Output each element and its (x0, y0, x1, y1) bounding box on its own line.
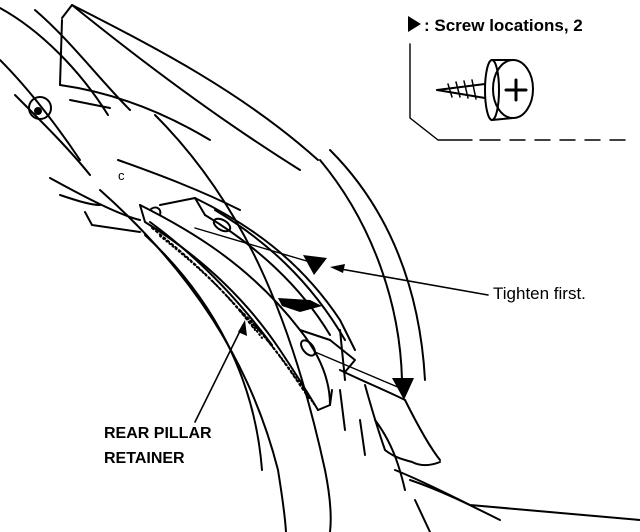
lower-pillar-bracket (339, 369, 640, 532)
screw-leader-lines (194, 227, 401, 389)
body-mark: c (118, 168, 125, 183)
rear-pillar-body-outline (0, 4, 426, 532)
screw-marker-lower (392, 378, 414, 400)
screw-marker-upper (303, 255, 327, 275)
retainer-label-line1: REAR PILLAR (104, 425, 212, 442)
triangle-right-icon (408, 16, 421, 32)
tighten-first-label: Tighten first. (493, 284, 586, 303)
screw-location-markers (278, 255, 414, 400)
legend-box (408, 16, 626, 141)
retainer-leader (194, 324, 244, 423)
clip-arrow (278, 298, 322, 312)
legend-label: : Screw locations, 2 (424, 16, 583, 35)
tighten-first-leader (334, 267, 489, 296)
retainer-label-line2: RETAINER (104, 450, 185, 467)
screw-icon (436, 59, 534, 121)
rear-pillar-retainer (139, 197, 356, 411)
callout-leaders (194, 264, 489, 423)
body-hole (28, 96, 52, 120)
